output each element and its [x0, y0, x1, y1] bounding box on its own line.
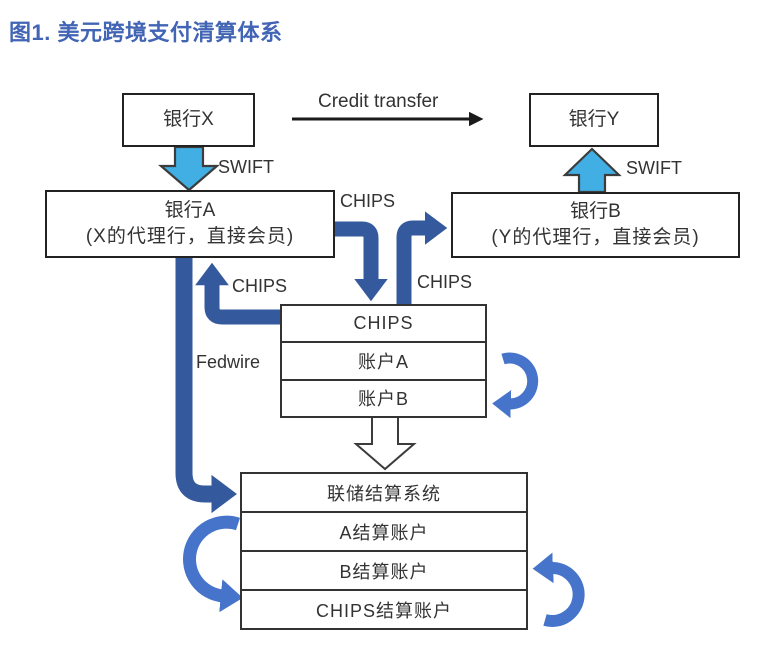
swift-arrow-up-icon [562, 147, 622, 194]
chips-internal-cycle-arrow [492, 352, 539, 419]
fed-right-cycle-arrow [532, 552, 585, 627]
chips-to-bank-a-arrow [195, 262, 280, 325]
bank-a-to-chips-arrow [335, 221, 388, 302]
swift-arrow-down-icon [158, 145, 220, 192]
fed-left-cycle-arrow [183, 515, 243, 613]
chips-to-fed-arrow [353, 416, 417, 471]
fedwire-arrow [175, 257, 237, 514]
page-title: 图1. 美元跨境支付清算体系 [9, 20, 283, 45]
chips-to-bank-b-arrow [396, 211, 448, 307]
